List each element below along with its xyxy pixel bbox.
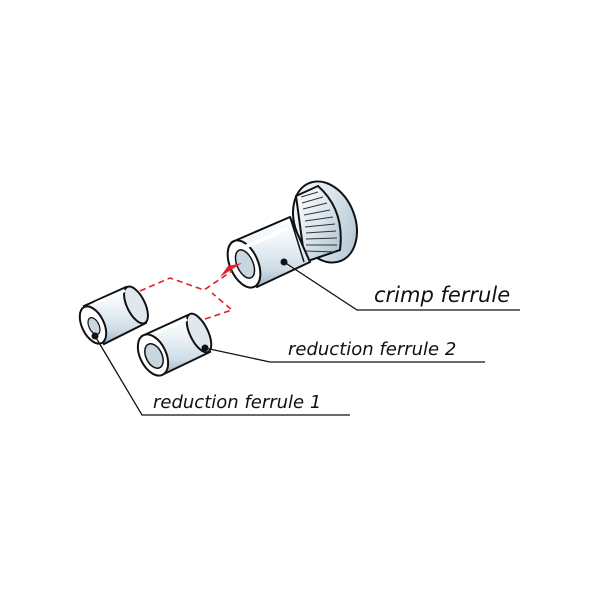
reduction-ferrule-2 <box>136 312 213 377</box>
leader-line-crimp-ferrule <box>283 261 520 311</box>
leader-line-reduction-ferrule-2 <box>204 347 485 363</box>
reduction-ferrule-2-end <box>185 312 213 354</box>
crimp-ferrule <box>226 180 358 289</box>
assembly-arrow-icon <box>220 263 242 277</box>
assembly-path-ferrule-1 <box>139 270 233 292</box>
leader-line-reduction-ferrule-1 <box>94 335 350 416</box>
reduction-ferrule-1 <box>78 285 149 346</box>
label-reduction-ferrule-2: reduction ferrule 2 <box>288 339 456 360</box>
reduction-ferrule-1-end <box>123 285 149 325</box>
crimp-ferrule-knurl-lines <box>300 191 338 253</box>
label-crimp-ferrule: crimp ferrule <box>374 283 510 307</box>
leader-lines <box>94 261 520 416</box>
crimp-ferrule-knurled-cone <box>294 184 342 264</box>
assembly-path <box>139 270 234 320</box>
label-reduction-ferrule-1: reduction ferrule 1 <box>153 392 321 413</box>
assembly-path-ferrule-2 <box>204 292 234 320</box>
